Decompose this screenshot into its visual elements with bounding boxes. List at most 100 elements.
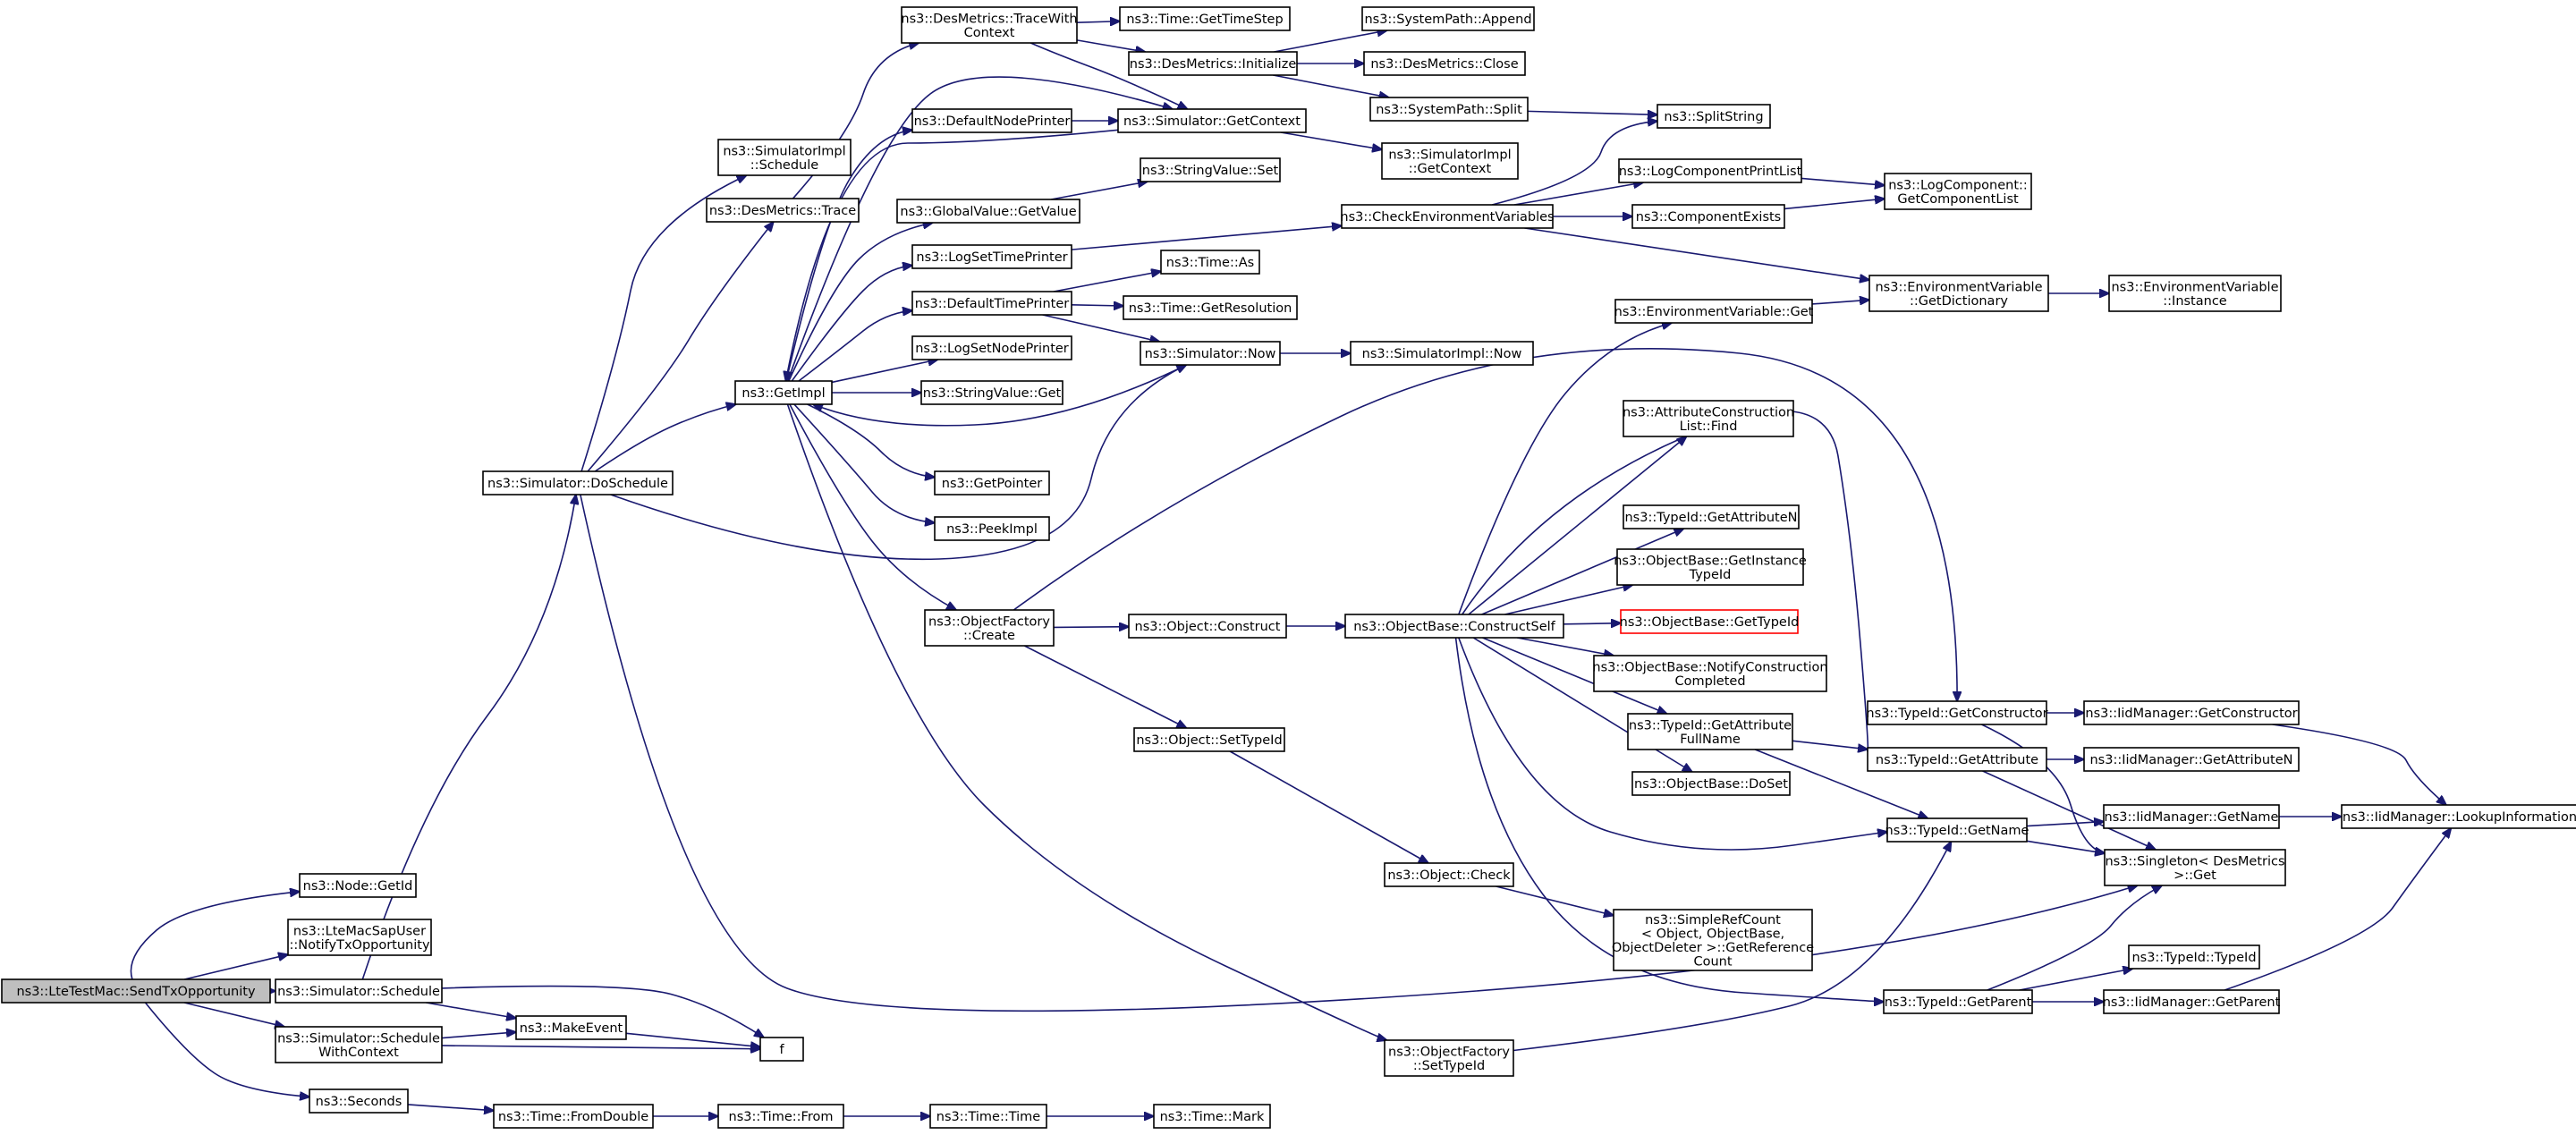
node-logsettime[interactable]: ns3::LogSetTimePrinter — [911, 244, 1072, 269]
node-tidgetctor[interactable]: ns3::TypeId::GetConstructor — [1866, 700, 2048, 725]
node-desmtrace[interactable]: ns3::DesMetrics::Trace — [706, 198, 860, 223]
node-timeas[interactable]: ns3::Time::As — [1160, 250, 1260, 275]
node-box-tidgetattrn[interactable] — [1623, 504, 1800, 529]
node-box-gettimestep[interactable] — [1119, 6, 1291, 31]
node-box-timemark[interactable] — [1153, 1104, 1271, 1129]
node-objconstruct[interactable]: ns3::Object::Construct — [1128, 614, 1287, 639]
node-box-iidgetname[interactable] — [2103, 804, 2280, 829]
node-box-envget[interactable] — [1614, 299, 1813, 324]
node-ofsettypeid[interactable]: ns3::ObjectFactory::SetTypeId — [1384, 1039, 1514, 1077]
node-timefromdouble[interactable]: ns3::Time::FromDouble — [493, 1104, 654, 1129]
node-box-envinstance[interactable] — [2108, 275, 2282, 312]
node-tidgetparent[interactable]: ns3::TypeId::GetParent — [1883, 989, 2033, 1014]
node-box-tidgetattr[interactable] — [1867, 747, 2047, 772]
node-splitstring[interactable]: ns3::SplitString — [1657, 104, 1771, 129]
node-box-tidgetname[interactable] — [1886, 817, 2028, 843]
node-box-makeevent[interactable] — [515, 1015, 627, 1040]
node-box-doschedule[interactable] — [482, 470, 674, 496]
node-tidgetattrn[interactable]: ns3::TypeId::GetAttributeN — [1623, 504, 1800, 529]
node-f[interactable]: f — [759, 1037, 804, 1062]
node-simimplsched[interactable]: ns3::SimulatorImpl::Schedule — [717, 139, 852, 176]
node-box-singleton[interactable] — [2104, 849, 2286, 886]
node-box-attrfind[interactable] — [1623, 400, 1794, 437]
node-simgetctx[interactable]: ns3::Simulator::GetContext — [1117, 108, 1307, 133]
node-box-timetime[interactable] — [929, 1104, 1047, 1129]
node-tidgetattr[interactable]: ns3::TypeId::GetAttribute — [1867, 747, 2047, 772]
node-singleton[interactable]: ns3::Singleton< DesMetrics>::Get — [2104, 849, 2286, 886]
node-box-iidgetattrn[interactable] — [2083, 747, 2300, 772]
node-box-iidgetparent[interactable] — [2103, 989, 2280, 1014]
node-simimplnow[interactable]: ns3::SimulatorImpl::Now — [1350, 341, 1534, 366]
node-logcompprint[interactable]: ns3::LogComponentPrintList — [1618, 158, 1802, 183]
node-obdoset[interactable]: ns3::ObjectBase::DoSet — [1631, 771, 1791, 796]
node-objcheck[interactable]: ns3::Object::Check — [1384, 862, 1514, 887]
node-simplerefcount[interactable]: ns3::SimpleRefCount< Object, ObjectBase,… — [1612, 909, 1814, 971]
node-envget[interactable]: ns3::EnvironmentVariable::Get — [1614, 299, 1814, 324]
node-box-schedctx[interactable] — [275, 1026, 443, 1063]
node-box-objsettypeid[interactable] — [1133, 727, 1285, 752]
node-box-envgetdict[interactable] — [1868, 275, 2049, 312]
node-iidlookup[interactable]: ns3::IidManager::LookupInformation — [2341, 804, 2576, 829]
node-box-timegetres[interactable] — [1123, 295, 1298, 320]
node-box-tracewith[interactable] — [901, 6, 1078, 44]
node-box-root[interactable] — [1, 978, 271, 1004]
node-envgetdict[interactable]: ns3::EnvironmentVariable::GetDictionary — [1868, 275, 2049, 312]
node-checkenv[interactable]: ns3::CheckEnvironmentVariables — [1340, 204, 1555, 229]
node-strvalset[interactable]: ns3::StringValue::Set — [1140, 157, 1281, 182]
node-deftimeprinter[interactable]: ns3::DefaultTimePrinter — [911, 291, 1072, 316]
node-box-simgetctx[interactable] — [1117, 108, 1307, 133]
node-box-simplerefcount[interactable] — [1613, 909, 1813, 971]
node-logcompget[interactable]: ns3::LogComponent::GetComponentList — [1884, 173, 2032, 210]
node-tidtypeid[interactable]: ns3::TypeId::TypeId — [2128, 944, 2260, 970]
node-timefrom[interactable]: ns3::Time::From — [717, 1104, 844, 1129]
node-tidgetname[interactable]: ns3::TypeId::GetName — [1885, 817, 2029, 843]
node-box-sysappend[interactable] — [1361, 6, 1535, 31]
node-doschedule[interactable]: ns3::Simulator::DoSchedule — [482, 470, 674, 496]
node-box-getpointer[interactable] — [934, 470, 1050, 496]
node-box-logcompprint[interactable] — [1618, 158, 1802, 183]
node-timetime[interactable]: ns3::Time::Time — [929, 1104, 1047, 1129]
node-box-obgettypeid[interactable] — [1620, 609, 1799, 634]
node-box-desmtrace[interactable] — [706, 198, 860, 223]
node-iidgetname[interactable]: ns3::IidManager::GetName — [2103, 804, 2280, 829]
node-obnotify[interactable]: ns3::ObjectBase::NotifyConstructionCompl… — [1592, 655, 1828, 692]
node-box-syssplit[interactable] — [1369, 97, 1529, 122]
node-iidgetattrn[interactable]: ns3::IidManager::GetAttributeN — [2083, 747, 2300, 772]
node-timemark[interactable]: ns3::Time::Mark — [1153, 1104, 1271, 1129]
node-box-ofsettypeid[interactable] — [1384, 1039, 1514, 1077]
node-schedule[interactable]: ns3::Simulator::Schedule — [275, 978, 443, 1004]
node-box-obgetinst[interactable] — [1616, 548, 1804, 586]
node-desmclose[interactable]: ns3::DesMetrics::Close — [1363, 51, 1526, 76]
node-box-checkenv[interactable] — [1341, 204, 1554, 229]
node-sysappend[interactable]: ns3::SystemPath::Append — [1361, 6, 1535, 31]
node-strvalget[interactable]: ns3::StringValue::Get — [920, 380, 1063, 405]
node-gettimestep[interactable]: ns3::Time::GetTimeStep — [1119, 6, 1291, 31]
node-peekimpl[interactable]: ns3::PeekImpl — [934, 516, 1050, 541]
node-iidgetparent[interactable]: ns3::IidManager::GetParent — [2103, 989, 2281, 1014]
node-box-simimplgetctx[interactable] — [1381, 142, 1519, 180]
node-box-tidgetctor[interactable] — [1867, 700, 2047, 725]
node-desminit[interactable]: ns3::DesMetrics::Initialize — [1128, 51, 1298, 76]
node-box-strvalget[interactable] — [920, 380, 1063, 405]
node-timegetres[interactable]: ns3::Time::GetResolution — [1123, 295, 1298, 320]
node-box-objcheck[interactable] — [1384, 862, 1514, 887]
node-box-compexists[interactable] — [1631, 204, 1785, 229]
node-seconds[interactable]: ns3::Seconds — [309, 1088, 409, 1114]
node-box-simimplsched[interactable] — [717, 139, 852, 176]
node-getpointer[interactable]: ns3::GetPointer — [934, 470, 1050, 496]
node-logsetnode[interactable]: ns3::LogSetNodePrinter — [911, 335, 1072, 360]
node-obgettypeid[interactable]: ns3::ObjectBase::GetTypeId — [1620, 609, 1800, 634]
node-box-obnotify[interactable] — [1593, 655, 1827, 692]
node-getid[interactable]: ns3::Node::GetId — [299, 873, 417, 898]
node-defnodeprinter[interactable]: ns3::DefaultNodePrinter — [911, 108, 1072, 133]
node-compexists[interactable]: ns3::ComponentExists — [1631, 204, 1785, 229]
node-box-simimplnow[interactable] — [1350, 341, 1534, 366]
node-box-tidgetparent[interactable] — [1883, 989, 2033, 1014]
node-box-splitstring[interactable] — [1657, 104, 1771, 129]
node-box-logsettime[interactable] — [911, 244, 1072, 269]
node-syssplit[interactable]: ns3::SystemPath::Split — [1369, 97, 1529, 122]
